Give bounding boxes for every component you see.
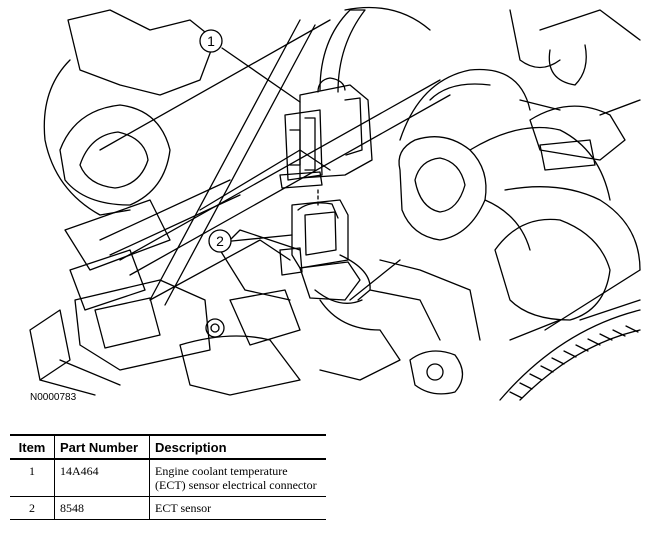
parts-table: Item Part Number Description 1 14A464 En…	[10, 434, 326, 520]
right-engine-parts	[494, 9, 641, 341]
table-header-row: Item Part Number Description	[10, 434, 326, 460]
row-description: ECT sensor	[149, 496, 326, 520]
row-part-number: 8548	[54, 496, 150, 520]
header-description: Description	[149, 434, 326, 460]
engine-illustration: 1 2	[29, 6, 641, 401]
wire-harness	[319, 6, 431, 93]
table-row: 1 14A464 Engine coolant temperature (ECT…	[10, 459, 326, 497]
callout-2-number: 2	[216, 233, 224, 249]
bottom-parts	[219, 229, 481, 395]
header-item: Item	[10, 434, 55, 460]
coolant-hose	[398, 68, 611, 251]
row-description: Engine coolant temperature (ECT) sensor …	[149, 459, 326, 497]
figure-code: N0000783	[30, 392, 77, 403]
leader-line-1	[221, 47, 301, 103]
left-engine-parts	[29, 9, 301, 396]
braided-hose	[499, 309, 641, 401]
ect-sensor-2	[279, 199, 371, 304]
table-row: 2 8548 ECT sensor	[10, 496, 326, 520]
row-part-number: 14A464	[54, 459, 150, 497]
ect-connector-1	[279, 77, 373, 189]
row-item: 2	[10, 496, 55, 520]
callout-2: 2	[208, 229, 232, 253]
row-item: 1	[10, 459, 55, 497]
callout-1-number: 1	[207, 33, 215, 49]
leader-line-2	[231, 234, 293, 242]
callout-1: 1	[199, 29, 223, 53]
header-part-number: Part Number	[54, 434, 150, 460]
